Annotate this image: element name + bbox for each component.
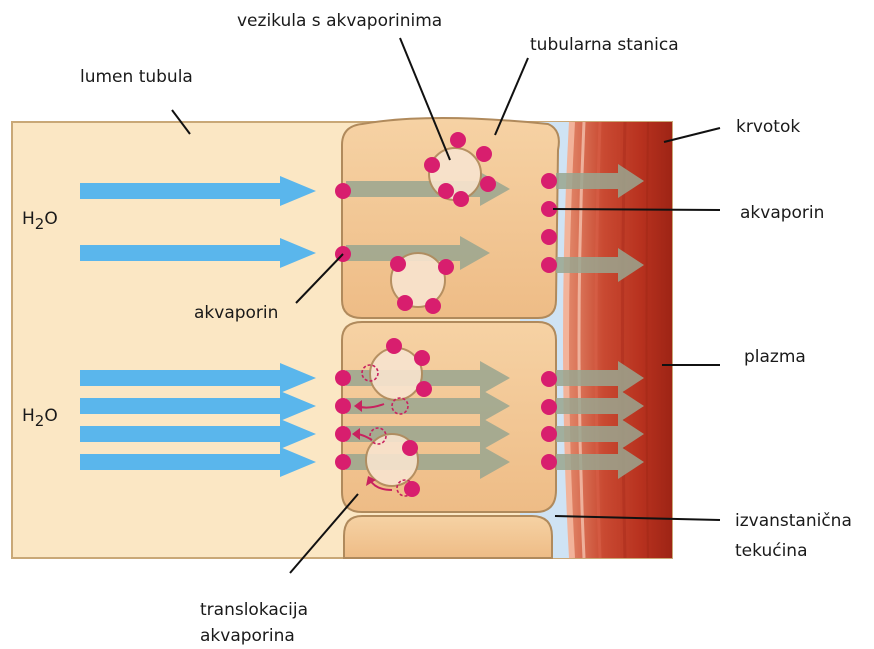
label-lumen: lumen tubula	[80, 67, 193, 87]
vesicle-top	[429, 148, 481, 200]
label-aquaporin-right: akvaporin	[740, 203, 824, 223]
label-plasma: plazma	[744, 347, 806, 367]
label-bloodstream: krvotok	[736, 117, 800, 137]
label-translocation-2: akvaporina	[200, 626, 295, 646]
label-tubular-cell: tubularna stanica	[530, 35, 679, 55]
label-extracellular-2: tekućina	[735, 541, 807, 561]
label-translocation-1: translokacija	[200, 600, 308, 620]
label-vesicle: vezikula s akvaporinima	[237, 11, 442, 31]
tubular-cell-partial	[344, 516, 552, 558]
label-aquaporin-left: akvaporin	[194, 303, 278, 323]
label-extracellular-1: izvanstanična	[735, 511, 852, 531]
